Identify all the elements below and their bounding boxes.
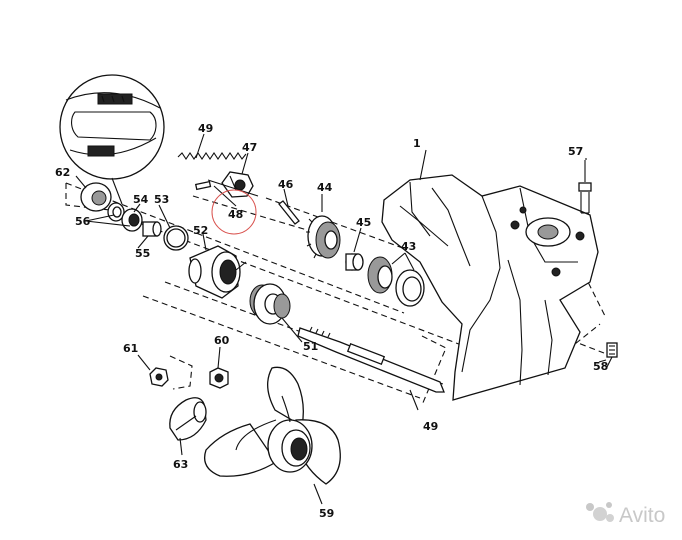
callout-62: 62 (55, 166, 70, 179)
callout-52: 52 (193, 224, 208, 237)
pin-46 (278, 200, 300, 225)
gearcase-housing (381, 174, 599, 401)
callout-47: 47 (242, 141, 257, 154)
callout-labels: 1 49 43 44 45 46 47 48 49 51 52 53 54 55… (55, 122, 608, 520)
avito-watermark: Avito (586, 502, 665, 527)
bearing-45 (345, 253, 364, 271)
callout-50: 49 (423, 420, 438, 433)
callout-60: 60 (214, 334, 230, 347)
o-ring-53 (163, 225, 189, 251)
callout-56: 56 (75, 215, 91, 228)
cone-nut-63 (169, 397, 207, 441)
callout-54: 54 (133, 193, 149, 206)
seal-62 (80, 182, 112, 212)
callout-57: 57 (568, 145, 583, 158)
nut-61 (149, 367, 169, 387)
bearing-54 (121, 208, 143, 232)
propeller-shaft-50 (297, 326, 445, 393)
leader-lines (75, 133, 607, 505)
callout-43: 43 (401, 240, 416, 253)
forward-gear-43 (367, 256, 425, 307)
inset-leader (111, 177, 123, 205)
bolt-57 (578, 160, 592, 214)
propeller-59 (203, 366, 341, 485)
avito-logo-icon (586, 502, 614, 522)
highlight-circle (211, 189, 257, 235)
callout-48: 48 (228, 208, 243, 221)
pin-48 (194, 180, 212, 191)
spring-49 (177, 152, 247, 160)
callout-55: 55 (135, 247, 150, 260)
reverse-gear-51 (249, 283, 291, 325)
callout-46: 46 (278, 178, 294, 191)
callout-44: 44 (317, 181, 333, 194)
callout-61: 61 (123, 342, 138, 355)
pinion-gear-44 (306, 215, 341, 259)
callout-1: 1 (413, 137, 421, 150)
callout-51: 51 (303, 340, 318, 353)
washer-56 (107, 202, 125, 222)
callout-49: 49 (198, 122, 213, 135)
callout-58: 58 (593, 360, 608, 373)
bushing-55 (142, 221, 162, 237)
nut-60 (209, 367, 229, 389)
callout-59: 59 (319, 507, 334, 520)
inset-detail-circle (59, 74, 165, 180)
callout-63: 63 (173, 458, 188, 471)
watermark-text: Avito (619, 504, 665, 527)
callout-45: 45 (356, 216, 371, 229)
bearing-carrier-52 (188, 245, 241, 299)
callout-53: 53 (154, 193, 169, 206)
bolt-58 (605, 342, 618, 370)
